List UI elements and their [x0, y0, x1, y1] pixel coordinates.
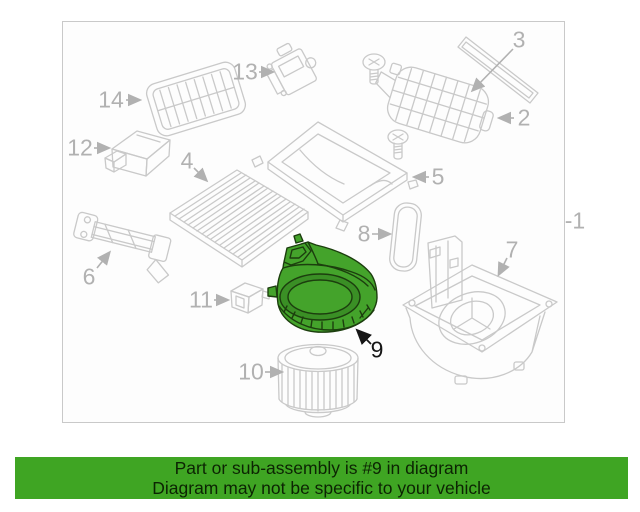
part-label-7: 7: [505, 236, 519, 263]
part-label-2: 2: [517, 104, 531, 131]
screw-icon-top: [362, 53, 386, 85]
banner-line1: Part or sub-assembly is #9 in diagram: [174, 458, 469, 478]
part-2-upper-duct: [375, 62, 494, 144]
part-12-actuator-box: [104, 130, 171, 177]
part-10-blower-motor: [277, 343, 359, 418]
part-9-blower-housing-highlighted: [267, 233, 378, 333]
part-label-9-highlighted: 9: [370, 336, 384, 363]
part-label-11: 11: [189, 286, 213, 313]
part-11-resistor: [230, 282, 271, 314]
part-label-8: 8: [357, 220, 371, 247]
part-label-4: 4: [180, 147, 194, 174]
info-banner: Part or sub-assembly is #9 in diagram Di…: [15, 457, 628, 499]
banner-line2: Diagram may not be specific to your vehi…: [152, 478, 491, 498]
part-13-actuator: [265, 42, 317, 97]
part-5-filter-cover: [251, 121, 419, 232]
highlight-callout-arrow: [355, 328, 373, 346]
part-label-6: 6: [82, 263, 96, 290]
part-3-seal-strip: [457, 36, 539, 104]
screw-icon-middle: [387, 129, 409, 160]
part-label-3: 3: [512, 26, 526, 53]
part-label-12: 12: [67, 134, 93, 161]
part-label-10: 10: [238, 358, 264, 385]
part-label-1: -1: [564, 207, 586, 234]
part-14-intake-duct: [145, 61, 247, 137]
part-label-13: 13: [232, 58, 258, 85]
part-7-lower-case: [402, 235, 558, 385]
part-label-14: 14: [98, 86, 124, 113]
part-4-cabin-air-filter: [169, 169, 309, 268]
callout-arrows: [94, 48, 514, 379]
part-8-gasket: [389, 202, 422, 272]
part-label-5: 5: [431, 163, 445, 190]
part-6-bracket-rail: [73, 211, 172, 284]
